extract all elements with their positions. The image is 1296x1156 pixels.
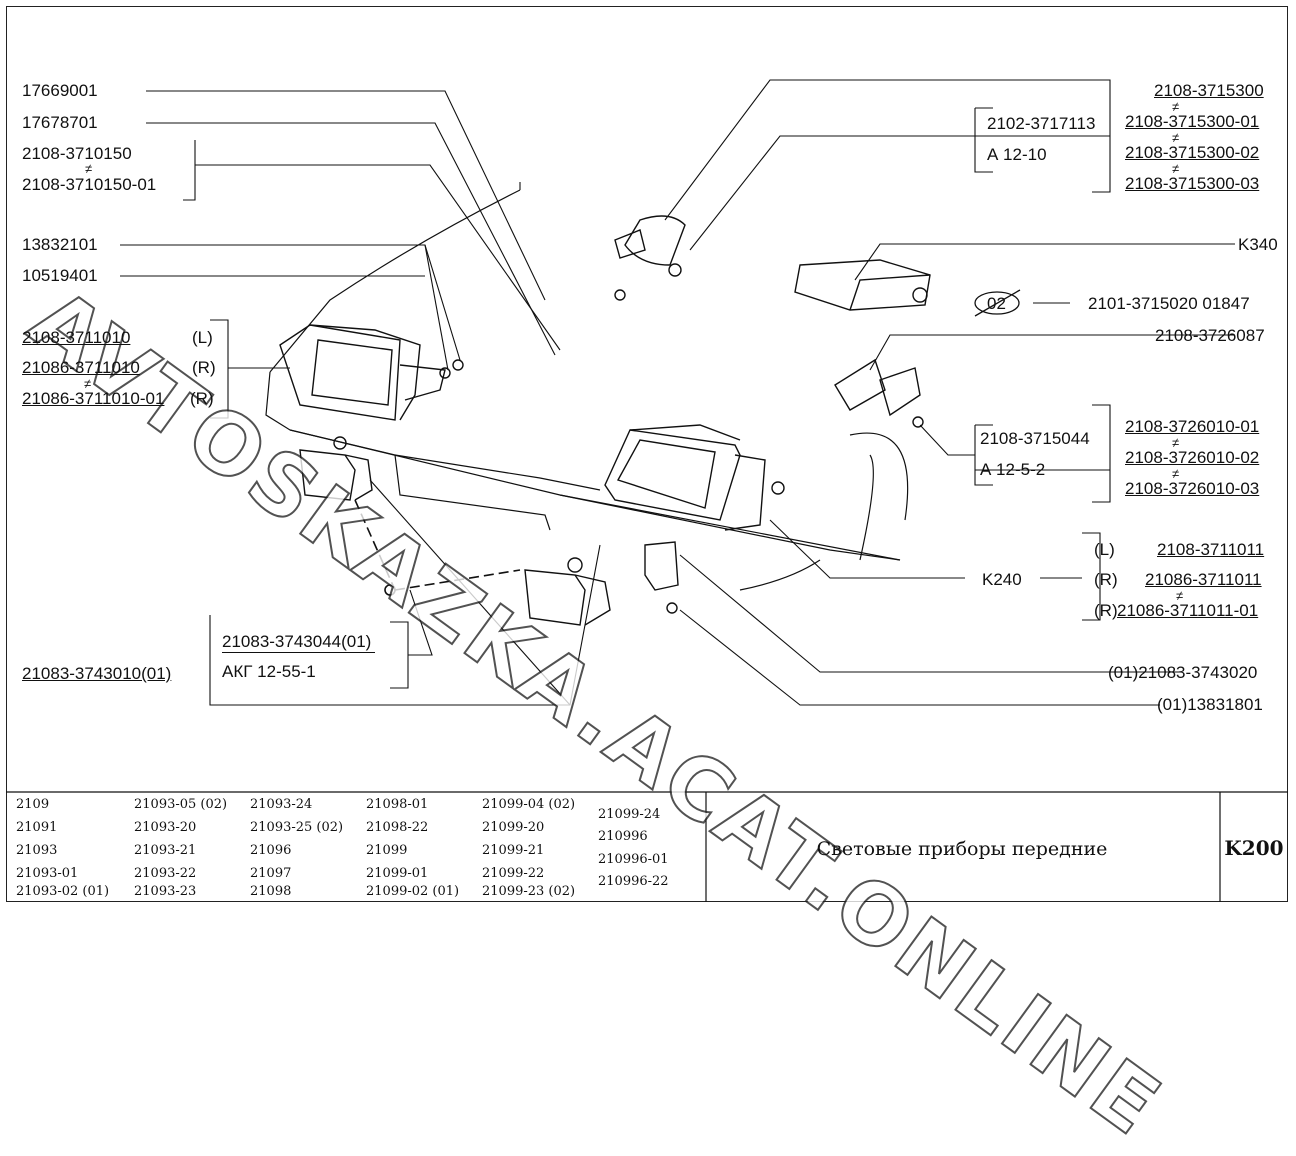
label-13831801: (01)13831801 (1157, 695, 1263, 714)
label-2108-3710150: 2108-3710150 (22, 144, 132, 163)
not-equal-icon: ≠ (1172, 130, 1180, 145)
model-code: 21098 (250, 884, 292, 899)
model-code: 21093-21 (134, 843, 197, 858)
not-equal-icon: ≠ (1172, 161, 1180, 176)
label-a12-5-2: А 12-5-2 (980, 460, 1046, 479)
not-equal-icon: ≠ (1176, 588, 1184, 603)
model-code: 21099 (366, 843, 408, 858)
label-2108-3715044: 2108-3715044 (980, 429, 1090, 448)
model-code: 21099-20 (482, 820, 545, 835)
model-code: 21091 (16, 820, 58, 835)
label-side-L: (L) (192, 328, 213, 347)
crossed-out-marker (974, 289, 1021, 317)
label-side-R: (R) (190, 389, 214, 408)
parts-diagram (6, 79, 1288, 902)
label-2108-3715300: 2108-3715300 (1154, 81, 1264, 100)
model-code: 21093-25 (02) (250, 820, 344, 835)
turn-signal-bulb[interactable] (614, 215, 686, 301)
model-code: 21099-01 (366, 866, 429, 881)
label-02: 02 (987, 294, 1006, 313)
leader-lines (120, 79, 1235, 706)
not-equal-icon: ≠ (1172, 435, 1180, 450)
not-equal-icon: ≠ (84, 376, 92, 391)
title-block-code: K200 (1224, 836, 1284, 860)
left-headlamp[interactable] (279, 324, 464, 421)
model-code: 21098-01 (366, 797, 429, 812)
model-code: 21099-21 (482, 843, 545, 858)
label-2108-3710150-01: 2108-3710150-01 (22, 175, 157, 194)
label-k340: K340 (1238, 235, 1278, 254)
label-21086-3711010-01: 21086-3711010-01 (22, 389, 165, 408)
label-17669001: 17669001 (22, 81, 98, 100)
title-block-title: Световые приборы передние (816, 838, 1108, 860)
model-code: 21099-23 (02) (482, 884, 576, 899)
label-21083-3743044: 21083-3743044(01) (222, 632, 376, 653)
not-equal-icon: ≠ (1172, 466, 1180, 481)
model-code: 2109 (16, 797, 50, 812)
model-code: 21097 (250, 866, 292, 881)
label-2108-3726010-03: 2108-3726010-03 (1125, 479, 1260, 498)
left-fog-lamp[interactable] (299, 436, 373, 501)
label-21083-3743010: 21083-3743010(01) (22, 664, 172, 683)
model-code: 210996-01 (598, 852, 669, 867)
label-a12-10: А 12-10 (987, 145, 1047, 164)
model-code: 21099-22 (482, 866, 545, 881)
drawing-frame (6, 6, 1288, 902)
label-2108-3711011: 2108-3711011 (1157, 540, 1265, 559)
title-block-lines (6, 791, 1288, 902)
label-2108-3715300-03: 2108-3715300-03 (1125, 174, 1260, 193)
wiring-arrows (354, 499, 521, 596)
model-code: 21096 (250, 843, 292, 858)
label-17678701: 17678701 (22, 113, 98, 132)
marker-lamp[interactable] (834, 358, 924, 428)
label-side-R: (R) (1094, 570, 1118, 589)
label-akg-12-55-1: АКГ 12-55-1 (222, 662, 316, 681)
model-code: 21093-02 (01) (16, 884, 110, 899)
label-2108-3711010: 2108-3711010 (22, 328, 131, 347)
label-2108-3726010-01: 2108-3726010-01 (1125, 417, 1260, 436)
not-equal-icon: ≠ (1172, 99, 1180, 114)
label-side-R: (R) (1094, 601, 1118, 620)
model-code: 21093-20 (134, 820, 197, 835)
label-21086-3711010: 21086-3711010 (22, 358, 140, 377)
fog-lamp-bracket[interactable] (644, 541, 679, 614)
model-code: 21099-02 (01) (366, 884, 460, 899)
label-10519401: 10519401 (22, 266, 98, 285)
model-code: 21093-22 (134, 866, 197, 881)
model-code: 21093 (16, 843, 58, 858)
not-equal-icon: ≠ (85, 161, 93, 176)
car-front-outline (265, 189, 909, 591)
model-code: 21093-01 (16, 866, 79, 881)
model-code: 21098-22 (366, 820, 429, 835)
label-21086-3711011-01: 21086-3711011-01 (1117, 601, 1259, 620)
label-2108-3715300-01: 2108-3715300-01 (1125, 112, 1260, 131)
label-2101-3715020: 2101-3715020 01847 (1088, 294, 1250, 313)
model-code: 21093-24 (250, 797, 313, 812)
label-21086-3711011: 21086-3711011 (1145, 570, 1262, 589)
label-side-L: (L) (1094, 540, 1115, 559)
model-code: 210996-22 (598, 874, 669, 889)
label-k240: K240 (982, 570, 1022, 589)
label-side-R: (R) (192, 358, 216, 377)
label-2108-3726087: 2108-3726087 (1155, 326, 1265, 345)
label-2108-3726010-02: 2108-3726010-02 (1125, 448, 1260, 467)
label-2108-3715300-02: 2108-3715300-02 (1125, 143, 1260, 162)
label-21083-3743020: (01)21083-3743020 (1108, 663, 1258, 682)
right-headlamp[interactable] (604, 424, 785, 531)
model-code: 21093-05 (02) (134, 797, 228, 812)
model-code: 21099-24 (598, 807, 661, 822)
right-fog-lamp[interactable] (524, 557, 611, 626)
label-13832101: 13832101 (22, 235, 98, 254)
model-code: 210996 (598, 829, 648, 844)
side-repeater-lamp[interactable] (794, 259, 931, 311)
model-code: 21093-23 (134, 884, 197, 899)
label-2102-3717113: 2102-3717113 (987, 114, 1096, 133)
model-code: 21099-04 (02) (482, 797, 576, 812)
